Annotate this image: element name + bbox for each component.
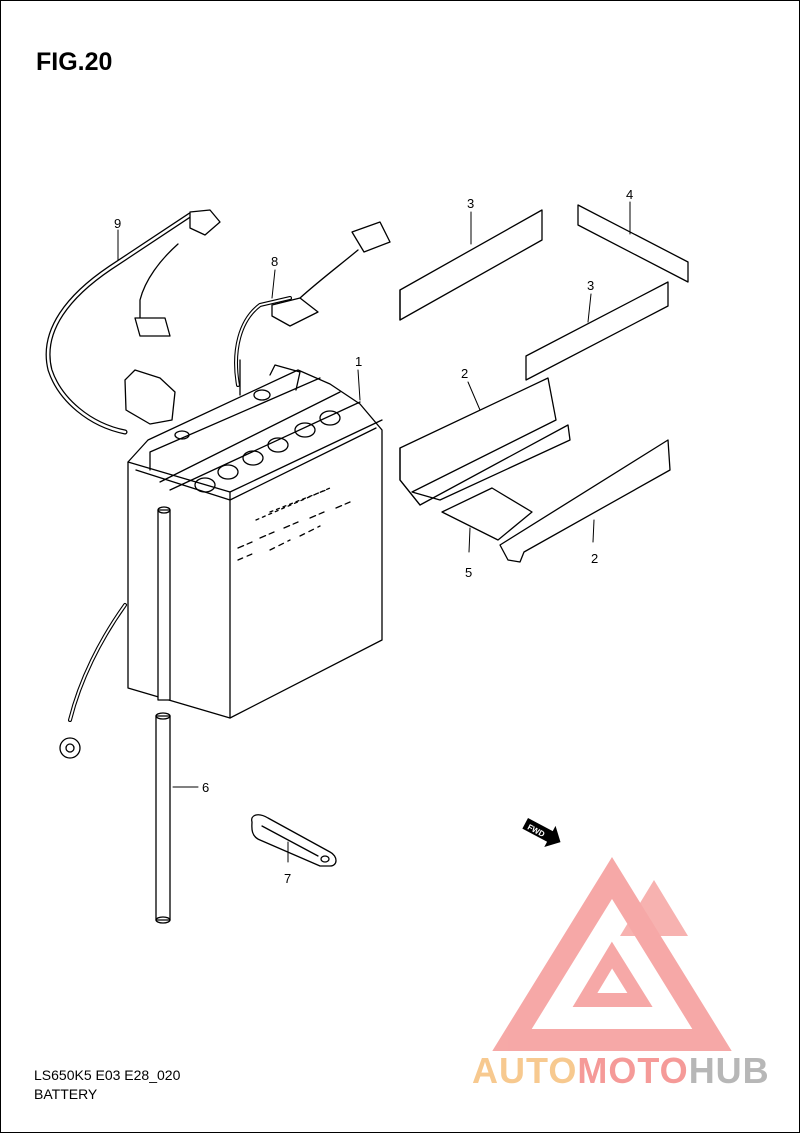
callout-4: 4: [626, 187, 633, 202]
figure-title: FIG.20: [36, 48, 113, 76]
pad-4: [577, 204, 689, 283]
forward-arrow-icon: FWD: [522, 818, 561, 848]
section-name: BATTERY: [34, 1086, 98, 1102]
callout-3b: 3: [587, 278, 594, 293]
callout-7: 7: [284, 871, 291, 886]
watermark-logo: [492, 857, 732, 1051]
watermark-part-b: MOTO: [577, 1050, 689, 1091]
watermark-part-c: HUB: [688, 1050, 770, 1091]
callout-9: 9: [114, 216, 121, 231]
callout-1: 1: [355, 354, 362, 369]
model-code: LS650K5 E03 E28_020: [34, 1067, 181, 1083]
callout-8: 8: [271, 254, 278, 269]
callout-6: 6: [202, 780, 209, 795]
pad-3-upper: [399, 209, 543, 321]
leader-lines: [117, 201, 631, 863]
battery-lead-2: [234, 221, 391, 387]
callout-2b: 2: [591, 551, 598, 566]
callout-3a: 3: [467, 196, 474, 211]
bracket-7: [251, 814, 337, 867]
base-plate-5: [441, 487, 533, 541]
battery: [127, 359, 383, 719]
channel-2-upper: [399, 377, 571, 506]
watermark-wordmark: AUTOMOTOHUB: [472, 1050, 770, 1092]
channel-2-lower: [499, 439, 671, 563]
callout-2a: 2: [461, 366, 468, 381]
pad-3-lower: [525, 281, 669, 381]
watermark-part-a: AUTO: [472, 1050, 578, 1091]
callout-5: 5: [465, 565, 472, 580]
battery-lead-cable: [45, 209, 221, 759]
vent-hose: [155, 506, 171, 924]
